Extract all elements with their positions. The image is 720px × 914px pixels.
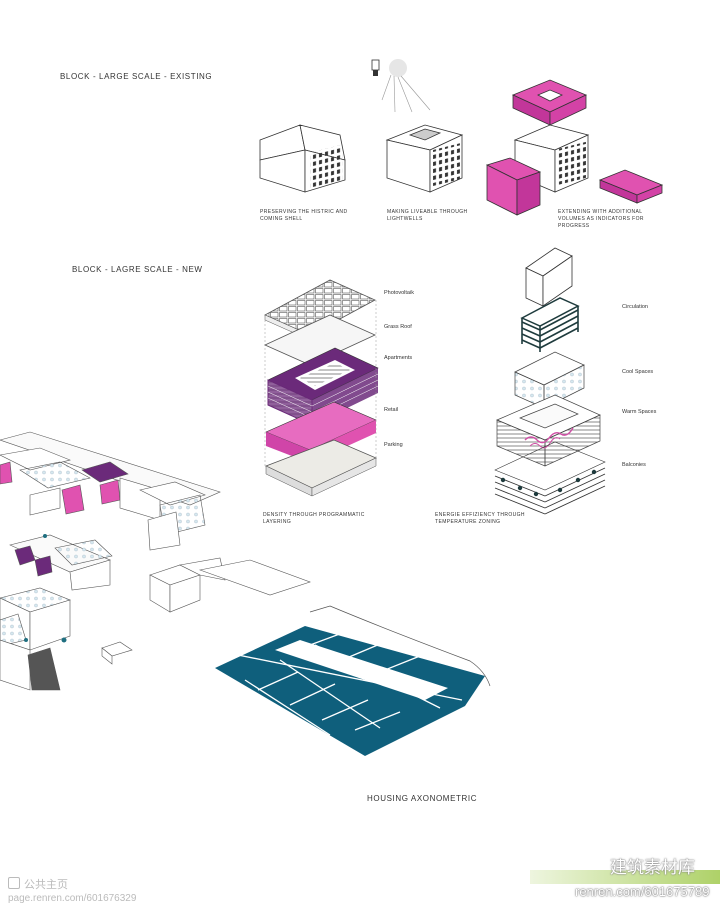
layer-grass-roof [264,314,376,366]
caption-lightwells: MAKING LIVEABLE THROUGH LIGHTWELLS [387,209,468,222]
building-extending [485,79,664,216]
zone-circulation [520,297,580,352]
label-balconies: Balconies [622,462,646,468]
label-retail: Retail [384,407,399,413]
city-blocks [0,431,311,691]
building-lightwells [385,124,464,193]
heading-new: BLOCK - LAGRE SCALE - NEW [72,265,203,274]
layer-apartments [267,347,379,426]
watermark-right-url: renren.com/601675789 [575,884,710,899]
caption-energy: ENERGIE EFFIZIENCY THROUGH TEMPERATURE Z… [435,512,525,525]
zone-warm-spaces [496,394,601,467]
zone-circulation-top [525,247,573,307]
building-preserving [259,124,346,193]
layer-parking [264,439,377,497]
caption-preserving: PRESERVING THE HISTRIC AND COMING SHELL [260,209,348,222]
watermark-bar [530,870,720,884]
label-cool-spaces: Cool Spaces [622,369,654,375]
watermark-left-cn: 公共主页 [8,876,68,892]
label-apartments: Apartments [384,355,413,361]
label-warm-spaces: Warm Spaces [622,409,657,415]
renren-logo-icon [8,877,20,889]
caption-extending: EXTENDING WITH ADDITIONAL VOLUMES AS IND… [558,209,644,229]
label-parking: Parking [384,442,403,448]
sun-icon [381,59,431,113]
caption-density: DENSITY THROUGH PROGRAMMATIC LAYERING [263,512,365,525]
heading-existing: BLOCK - LARGE SCALE - EXISTING [60,72,213,81]
lightbulb-icon [371,59,380,76]
label-circulation: Circulation [622,304,648,310]
heading-axonometric: HOUSING AXONOMETRIC [367,794,478,803]
label-grass-roof: Grass Roof [384,324,412,330]
zone-balconies [494,441,606,515]
housing-plan [215,605,491,756]
watermark-left-url: page.renren.com/601676329 [8,893,137,904]
label-photovoltaik: Photovoltaik [384,290,414,296]
watermark-right-cn: 建筑素材库 [610,858,695,877]
